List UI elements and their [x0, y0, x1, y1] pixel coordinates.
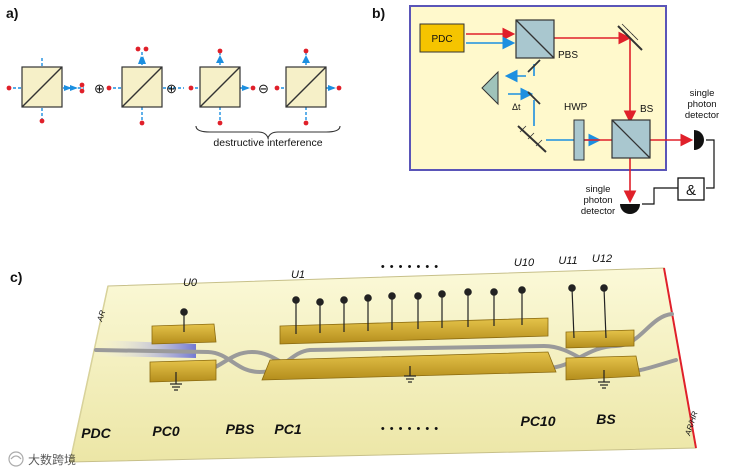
component-label-pc1: PC1	[274, 421, 301, 437]
bs-electrodes	[565, 329, 641, 381]
pc-electrode-bank	[261, 317, 557, 381]
watermark-text: 大数跨境	[28, 452, 76, 467]
destructive-interference-caption: destructive interference	[213, 137, 322, 149]
electrode-label-u11: U11	[558, 255, 577, 267]
mirror-delay-lower	[527, 91, 541, 105]
detector-right	[694, 130, 704, 150]
watermark-logo-icon	[8, 451, 24, 467]
detector-bottom-line-3: detector	[581, 206, 615, 217]
detector-bottom-line-1: single	[586, 184, 611, 195]
panel-a-beamsplitter-2	[106, 46, 184, 126]
panel-a-operator-3: ⊖	[258, 81, 269, 96]
panel-b-beams	[466, 27, 694, 204]
left-facet-label: AR	[95, 309, 107, 324]
bs-label: BS	[640, 104, 654, 115]
component-label-pbs: PBS	[226, 421, 255, 437]
detector-right-line-2: photon	[687, 99, 716, 110]
ground-symbols	[170, 366, 610, 391]
electrode-label-u0: U0	[183, 277, 198, 289]
electrode-label-u10: U10	[514, 257, 535, 269]
coincidence-box	[677, 177, 705, 201]
pbs-label: PBS	[558, 50, 578, 61]
pc0-electrodes	[149, 323, 217, 383]
panel-a-label: a)	[6, 5, 18, 21]
panel-a-operator-1: ⊕	[94, 81, 105, 96]
pdc-source	[419, 23, 465, 53]
hwp-plate	[573, 119, 585, 161]
pdc-label: PDC	[431, 34, 452, 45]
detector-right-line-1: single	[690, 88, 715, 99]
detector-bottom-line-2: photon	[583, 195, 612, 206]
panel-a-beamsplitter-1	[6, 58, 85, 124]
panel-a-beamsplitter-4	[274, 48, 342, 126]
mirror-top-right	[617, 23, 643, 51]
coincidence-wires	[642, 139, 715, 205]
mirror-bottom-left	[517, 125, 547, 153]
component-label-pdc: PDC	[81, 425, 111, 441]
interference-brace	[195, 125, 341, 140]
electrode-label-u1: U1	[291, 269, 305, 281]
electrode-probes	[180, 284, 608, 339]
detector-bottom	[620, 204, 640, 214]
coincidence-label: &	[686, 182, 696, 199]
panel-c-label: c)	[10, 269, 22, 285]
component-label-pc0: PC0	[152, 423, 179, 439]
hwp-label: HWP	[564, 102, 588, 113]
panel-a-beamsplitter-3	[188, 48, 256, 126]
panel-b-label: b)	[372, 5, 385, 21]
component-ellipsis-bottom: • • • • • • •	[381, 423, 439, 435]
electrode-ellipsis-top: • • • • • • •	[381, 261, 439, 273]
mirror-delay-upper	[527, 59, 541, 73]
component-label-bs: BS	[596, 411, 616, 427]
component-label-pc10: PC10	[520, 413, 555, 429]
electrode-label-u12: U12	[592, 253, 612, 265]
delay-label: Δt	[512, 102, 521, 112]
detector-right-line-3: detector	[685, 110, 719, 121]
panel-a-operator-2: ⊕	[166, 81, 177, 96]
pbs-cube	[515, 19, 555, 59]
bs-cube	[611, 119, 651, 159]
delay-prism	[481, 70, 499, 106]
